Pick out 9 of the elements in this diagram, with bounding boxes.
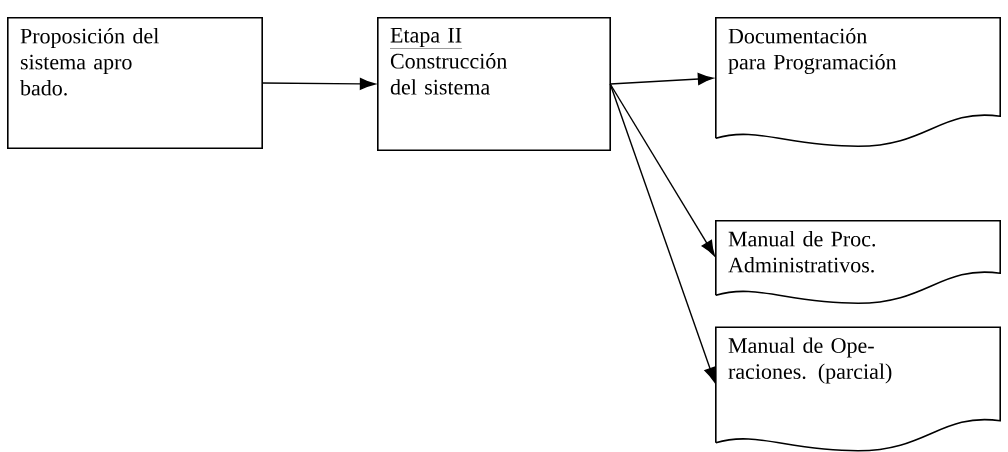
document-shape: Documentación para Programación <box>715 17 1001 147</box>
process-box: Etapa II Construcción del sistema <box>377 17 611 151</box>
arrow <box>609 83 715 257</box>
arrow <box>609 73 714 85</box>
arrow <box>261 77 376 90</box>
arrow <box>609 83 716 383</box>
process-box: Proposición del sistema apro bado. <box>7 17 263 149</box>
document-shape: Manual de Ope- raciones. (parcial) <box>715 326 1001 452</box>
document-shape: Manual de Proc. Administrativos. <box>715 220 1001 304</box>
